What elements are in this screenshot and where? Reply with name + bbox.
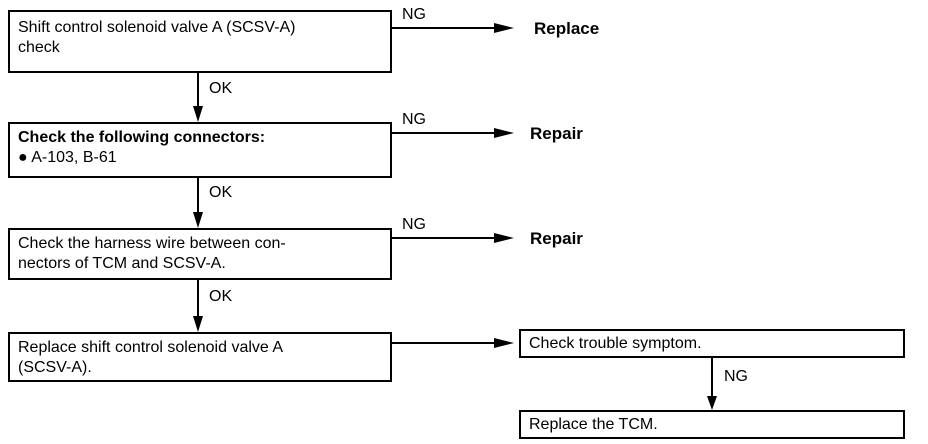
ng-label: NG xyxy=(402,216,426,233)
step-text: Check trouble symptom. xyxy=(529,335,702,352)
ok-label: OK xyxy=(209,184,233,201)
step-box-replace-scsv-a: Replace shift control solenoid valve A (… xyxy=(8,332,392,382)
result-repair: Repair xyxy=(530,229,583,248)
step-text: Replace shift control solenoid valve A xyxy=(18,339,284,356)
result-replace: Replace xyxy=(534,19,600,38)
step-box-replace-tcm: Replace the TCM. xyxy=(519,410,905,439)
step-box-check-harness: Check the harness wire between con- nect… xyxy=(8,228,392,280)
ok-label: OK xyxy=(209,80,233,97)
ng-label: NG xyxy=(402,6,426,23)
step-text: ● A-103, B-61 xyxy=(18,149,117,166)
ng-label: NG xyxy=(724,368,748,385)
step-text: nectors of TCM and SCSV-A. xyxy=(18,255,226,272)
step-text: (SCSV-A). xyxy=(18,359,92,376)
step-box-check-connectors: Check the following connectors: ● A-103,… xyxy=(8,122,392,178)
step-text: Check the following connectors: xyxy=(18,129,266,146)
step-text: Replace the TCM. xyxy=(529,416,658,433)
result-repair: Repair xyxy=(530,124,583,143)
step-box-scsv-a-check: Shift control solenoid valve A (SCSV-A) … xyxy=(8,10,392,73)
ok-label: OK xyxy=(209,288,233,305)
ng-label: NG xyxy=(402,111,426,128)
step-box-check-symptom: Check trouble symptom. xyxy=(519,329,905,358)
step-text: Check the harness wire between con- xyxy=(18,235,286,252)
step-text: Shift control solenoid valve A (SCSV-A) xyxy=(18,19,296,36)
step-text: check xyxy=(18,39,60,56)
